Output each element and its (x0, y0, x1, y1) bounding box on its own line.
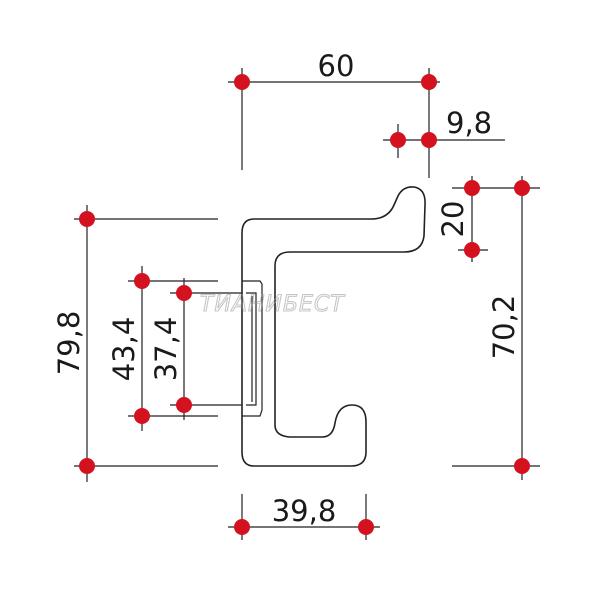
marker-plate-inner-bottom (176, 397, 192, 413)
dimension-markers (79, 74, 530, 535)
dim-total-height: 79,8 (52, 311, 86, 376)
marker-top-right (421, 74, 437, 90)
marker-right-mid (464, 242, 480, 258)
marker-offset-left (390, 132, 406, 148)
marker-left-top (79, 211, 95, 227)
dim-plate-inner-height: 37,4 (149, 317, 183, 382)
marker-right-top-a (464, 180, 480, 196)
marker-plate-outer-top (134, 273, 150, 289)
dim-overall-width: 60 (318, 49, 355, 83)
marker-right-top-b (514, 180, 530, 196)
hook-outline (241, 186, 426, 467)
dim-top-hook-height: 20 (436, 201, 470, 238)
dim-total-right-height: 70,2 (487, 295, 521, 360)
dim-bottom-width: 39,8 (272, 494, 337, 528)
marker-plate-outer-bottom (134, 408, 150, 424)
marker-plate-inner-top (176, 285, 192, 301)
dim-offset: 9,8 (446, 106, 492, 140)
marker-bottom-right (358, 519, 374, 535)
marker-left-bottom (79, 458, 95, 474)
marker-top-left (234, 74, 250, 90)
watermark-text: ТИАНИБЕСТ (200, 292, 345, 317)
marker-right-bottom (514, 458, 530, 474)
dim-plate-outer-height: 43,4 (107, 317, 141, 382)
marker-bottom-left (234, 519, 250, 535)
marker-offset-right (421, 132, 437, 148)
